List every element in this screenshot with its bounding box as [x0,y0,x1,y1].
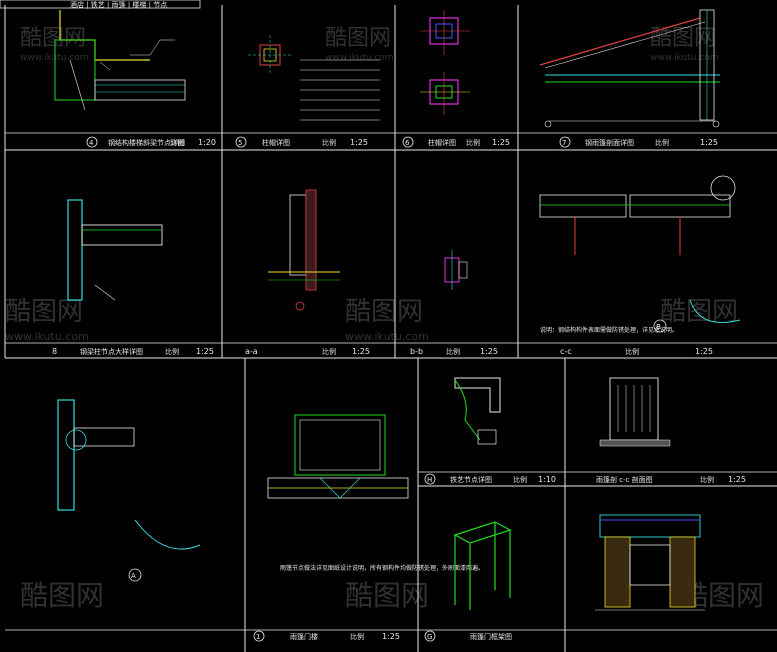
watermark-brand: 酷图网 [20,579,104,612]
cell-scale: 1:25 [350,138,368,147]
top-banner-label: 酒店 | 铁艺 | 雨篷 | 楼梯 | 节点 [70,0,167,9]
watermark-brand: 酷图网 [325,26,391,51]
watermark-url: www.ikutu.com [650,53,719,63]
drawing-cell-b-b: b-b 比例 1:25 [410,250,498,356]
cell-scale-word: 比例 [466,138,480,147]
cell-title: 雨篷门框架图 [470,632,512,641]
cell-scale-word: 比例 [625,347,639,356]
cell-id: G [427,633,432,641]
cell-title: 柱帽详图 [262,138,290,147]
cell-scale: 1:25 [695,347,713,356]
detail-balloon [235,136,247,148]
watermark-url: www.ikutu.com [325,53,394,63]
drawing-cell-bottom-right [595,514,705,611]
note-c-c: 说明：钢结构构件表面需做防锈处理，详见总说明。 [540,326,678,334]
cell-scale-word: 比例 [165,347,179,356]
cell-title: 钢结构楼梯斜梁节点详图 [108,138,185,147]
cell-id: 5 [238,139,242,147]
sheet-frame [4,5,777,652]
cell-scale-word: 比例 [170,138,184,147]
cell-scale: 1:20 [198,138,216,147]
detail-balloon [128,568,142,582]
cell-scale: 1:25 [492,138,510,147]
cell-scale: 1:25 [480,347,498,356]
watermark-url: www.ikutu.com [5,330,89,343]
drawing-cell-8: 8 钢梁柱节点大样详图 比例 1:25 [52,199,214,356]
drawing-cell-1: 雨篷节点做法详见图纸设计说明，所有钢构件均做防锈处理，外刷面漆两遍。 1 雨篷门… [253,414,484,642]
detail-balloon [253,630,265,642]
cell-id: 8 [52,347,57,356]
watermark-brand: 酷图网 [345,579,429,612]
drawing-cell-6: 6 柱帽详图 比例 1:25 [402,10,510,148]
cell-id: a-a [245,347,258,356]
watermark-url: www.ikutu.com [345,330,429,343]
drawing-cell-g: G 雨篷门框架图 [424,521,512,642]
cell-id: 7 [562,139,566,147]
watermark-brand: 酷图网 [650,26,716,51]
cell-id: 1 [256,633,260,641]
cell-scale-word: 比例 [655,138,669,147]
cell-title: 铁艺节点详图 [450,475,492,484]
drawing-cell-c-c2: 雨篷剖 c-c 剖面图 比例 1:25 [596,377,746,484]
note-1: 雨篷节点做法详见图纸设计说明，所有钢构件均做防锈处理，外刷面漆两遍。 [280,564,484,572]
drawing-cell-5: 5 柱帽详图 比例 1:25 [235,35,380,148]
cell-id: c-c [560,347,572,356]
cell-title: 雨篷门楼 [290,632,318,641]
cell-id: 6 [405,139,410,147]
cell-title: 雨篷剖 c-c 剖面图 [596,475,653,484]
balloon-b-label: B [656,323,661,331]
top-banner: 酒店 | 铁艺 | 雨篷 | 楼梯 | 节点 [0,0,201,9]
cell-scale: 1:25 [352,347,370,356]
drawing-cell-7: 7 钢雨篷剖面详图 比例 1:25 [539,9,720,148]
cell-id: H [427,476,432,484]
drawing-cell-h: H 铁艺节点详图 比例 1:10 [424,377,556,485]
cell-scale: 1:25 [382,632,400,641]
cell-scale-word: 比例 [350,632,364,641]
drawing-cell-a-a: a-a 比例 1:25 [245,189,370,356]
detail-balloon [402,136,414,148]
watermark-brand: 酷图网 [20,26,86,51]
cell-scale-word: 比例 [700,475,714,484]
cell-scale: 1:25 [700,138,718,147]
watermark-url: www.ikutu.com [20,53,89,63]
cell-title: 钢雨篷剖面详图 [585,138,634,147]
cell-id: b-b [410,347,423,356]
cell-scale-word: 比例 [446,347,460,356]
balloon-a-label: A [131,572,136,580]
detail-balloon [424,473,436,485]
watermark-layer: 酷图网 www.ikutu.com 酷图网 www.ikutu.com 酷图网 … [5,26,764,612]
drawing-cell-4: 4 钢结构楼梯斜梁节点详图 比例 1:20 [54,10,216,148]
detail-balloon [559,136,571,148]
cell-scale: 1:25 [196,347,214,356]
watermark-brand: 酷图网 [5,297,83,327]
watermark-brand: 酷图网 [345,297,423,327]
detail-balloon [424,630,436,642]
cell-title: 柱帽详图 [428,138,456,147]
drawing-cell-c-c: 说明：钢结构构件表面需做防锈处理，详见总说明。 B c-c 比例 1:25 [539,175,741,356]
cell-id: 4 [89,139,94,147]
drawing-cell-detail-a: A [57,399,201,582]
detail-balloon [86,136,98,148]
cell-scale: 1:10 [538,475,556,484]
cell-scale-word: 比例 [513,475,527,484]
detail-balloon [653,319,667,333]
cell-scale-word: 比例 [322,347,336,356]
cell-title: 钢梁柱节点大样详图 [80,347,143,356]
cell-scale-word: 比例 [322,138,336,147]
cell-scale: 1:25 [728,475,746,484]
